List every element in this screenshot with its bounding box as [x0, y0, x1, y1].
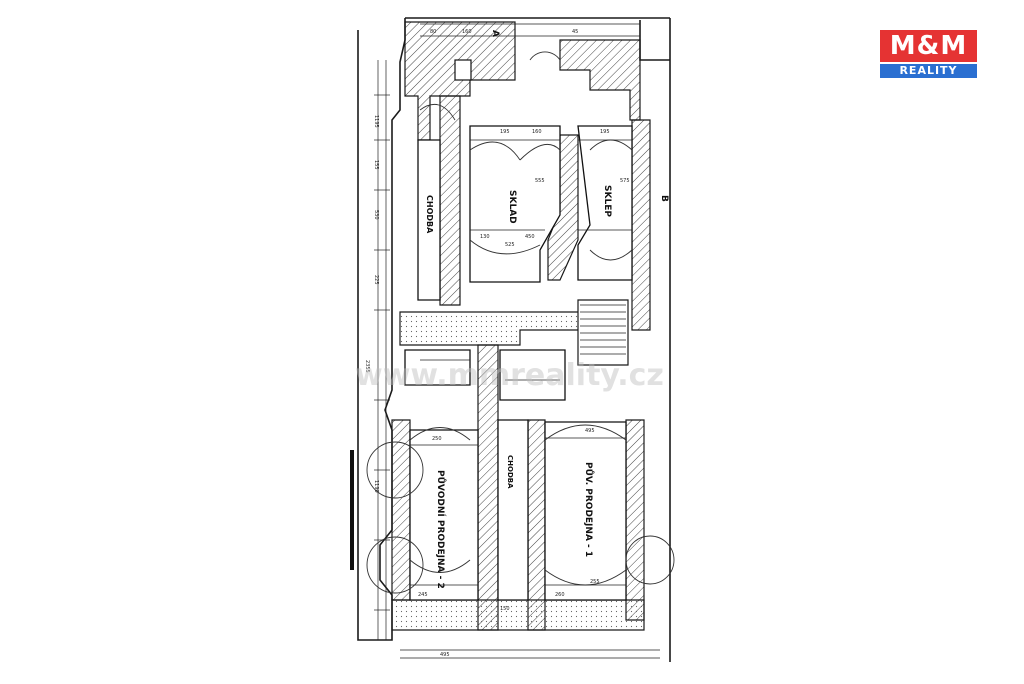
brand-logo: M&M REALITY [880, 30, 977, 78]
interior-lines [374, 23, 660, 659]
room-label-puv-prodejna: PŮV. PRODEJNA - 1 [583, 462, 595, 557]
door-arcs [366, 51, 675, 594]
room-puv-prodejna-outline [544, 421, 627, 601]
dim-top-4: 160 [532, 129, 542, 135]
dim-left-3: 530 [373, 210, 379, 220]
room-sklep-outline [577, 125, 633, 281]
room-label-puvodni-prodejna: PŮVODNÍ PRODEJNA - 2 [435, 470, 447, 589]
room-label-chodba-middle: CHODBA [506, 455, 514, 489]
boundary-marker [350, 450, 354, 570]
dim-prodejna-2-span: 250 [432, 436, 442, 442]
dim-top-5: 45 [572, 29, 578, 35]
section-markers: A B [490, 30, 669, 202]
dim-mid-1: 130 [480, 234, 490, 240]
dim-top-6: 195 [600, 129, 610, 135]
room-chodba-upper-outline [417, 139, 441, 301]
section-marker-a: A [490, 30, 500, 37]
dim-top-3: 195 [500, 129, 510, 135]
room-outlines [404, 125, 633, 601]
room-puvodni-prodejna-outline [409, 429, 479, 601]
dim-mid-2: 450 [525, 234, 535, 240]
dim-left-4: 225 [373, 275, 379, 285]
dim-mid-4: 575 [620, 178, 630, 184]
dim-bottom-3: 495 [440, 652, 450, 658]
chimney-detail [454, 59, 472, 81]
dim-mid-3: 555 [535, 178, 545, 184]
dim-top-1: 80 [430, 29, 436, 35]
room-labels: SKLAD SKLEP CHODBA CHODBA PŮVODNÍ PRODEJ… [425, 185, 612, 589]
dim-bottom-1: 245 [418, 592, 428, 598]
watermark-text: www.mmreality.cz [355, 358, 664, 393]
room-label-sklad: SKLAD [507, 190, 517, 224]
logo-top-text: M&M [880, 30, 977, 62]
dim-top-2: 160 [462, 29, 472, 35]
dim-left-2: 155 [373, 160, 379, 170]
dim-left-1: 1195 [373, 115, 379, 128]
dim-upper-room-width: 525 [505, 242, 515, 248]
dim-prodejna-1-span: 495 [585, 428, 595, 434]
dim-left-6: 2355 [364, 360, 370, 373]
dimension-labels: 80 160 195 160 45 195 130 450 555 575 24… [364, 29, 630, 658]
room-chodba-middle-outline [497, 419, 529, 601]
room-label-sklep: SKLEP [602, 185, 612, 217]
room-label-chodba-upper: CHODBA [425, 195, 434, 234]
dim-left-5: 1190 [373, 480, 379, 493]
room-sklad-outline [469, 125, 561, 283]
logo-bottom-text: REALITY [880, 64, 977, 78]
section-marker-b: B [659, 195, 669, 202]
dim-chodba-width: 150 [500, 606, 510, 612]
dim-bottom-4: 255 [590, 579, 600, 585]
dim-bottom-2: 260 [555, 592, 565, 598]
